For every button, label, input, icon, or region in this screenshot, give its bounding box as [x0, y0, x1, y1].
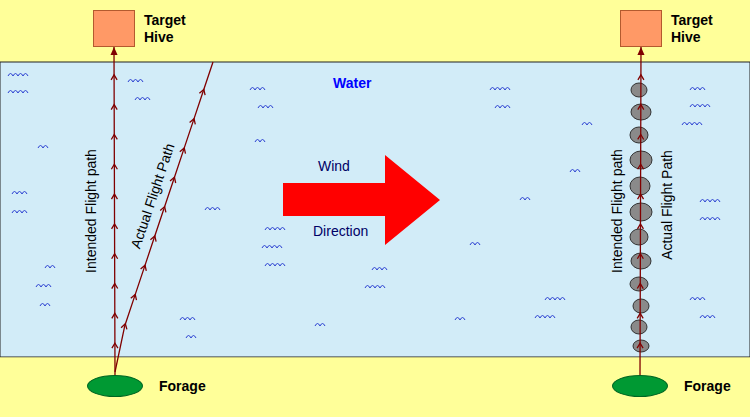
wave-mark — [700, 316, 715, 319]
wave-mark — [570, 170, 580, 173]
wave-mark — [372, 268, 387, 271]
wave-mark — [265, 264, 285, 267]
wave-mark — [495, 106, 510, 109]
wave-mark — [8, 91, 28, 94]
wave-mark — [40, 304, 50, 307]
wave-mark — [682, 123, 702, 126]
wave-mark — [128, 80, 143, 83]
bank-bottom — [0, 358, 750, 417]
wave-mark — [8, 74, 28, 77]
flight-path-connector — [640, 47, 641, 375]
region-label: Water — [333, 75, 371, 92]
forage-ellipse: Forage — [87, 375, 143, 397]
path-label: Actual Flight Path — [659, 150, 676, 260]
wave-mark — [36, 285, 51, 288]
wave-mark — [45, 266, 55, 269]
node-label: Target Hive — [671, 12, 713, 46]
wave-mark — [535, 316, 555, 319]
wave-mark — [700, 200, 720, 203]
wave-mark — [38, 146, 48, 149]
wave-mark — [262, 246, 282, 249]
wave-mark — [690, 105, 710, 108]
node-label: Target Hive — [144, 12, 186, 46]
arrow-label: Direction — [313, 223, 368, 240]
wave-mark — [690, 298, 705, 301]
wave-mark — [255, 140, 265, 143]
wave-mark — [250, 88, 265, 91]
hive-box: Target Hive — [93, 10, 135, 47]
hive-box: Target Hive — [620, 10, 662, 47]
wave-mark — [265, 228, 285, 231]
wave-mark — [315, 324, 325, 327]
node-label: Forage — [684, 378, 731, 395]
actual-flight-path — [115, 62, 213, 372]
wave-mark — [258, 106, 273, 109]
wave-mark — [186, 336, 196, 339]
wave-mark — [470, 243, 480, 246]
wind-arrow — [283, 155, 440, 245]
path-label: Actual Flight Path — [128, 141, 179, 250]
wave-mark — [365, 286, 385, 289]
wave-mark — [520, 198, 530, 201]
wave-mark — [490, 88, 510, 91]
wave-mark — [205, 208, 220, 211]
wave-mark — [700, 218, 720, 221]
wave-mark — [135, 98, 150, 101]
flight-path-connector — [114, 47, 115, 375]
edge-label: Intended Flight path — [608, 149, 625, 273]
edge-label: Intended Flight path — [82, 149, 99, 273]
wave-mark — [180, 318, 195, 321]
forage-ellipse: Forage — [612, 375, 668, 397]
wave-mark — [545, 298, 565, 301]
wave-mark — [455, 318, 465, 321]
node-label: Forage — [159, 378, 206, 395]
bank-top — [0, 0, 750, 62]
wave-mark — [12, 211, 27, 214]
wave-mark — [12, 192, 27, 195]
arrow-label: Wind — [318, 158, 350, 175]
wave-mark — [690, 88, 705, 91]
water-band — [0, 62, 750, 357]
wave-mark — [582, 123, 592, 126]
